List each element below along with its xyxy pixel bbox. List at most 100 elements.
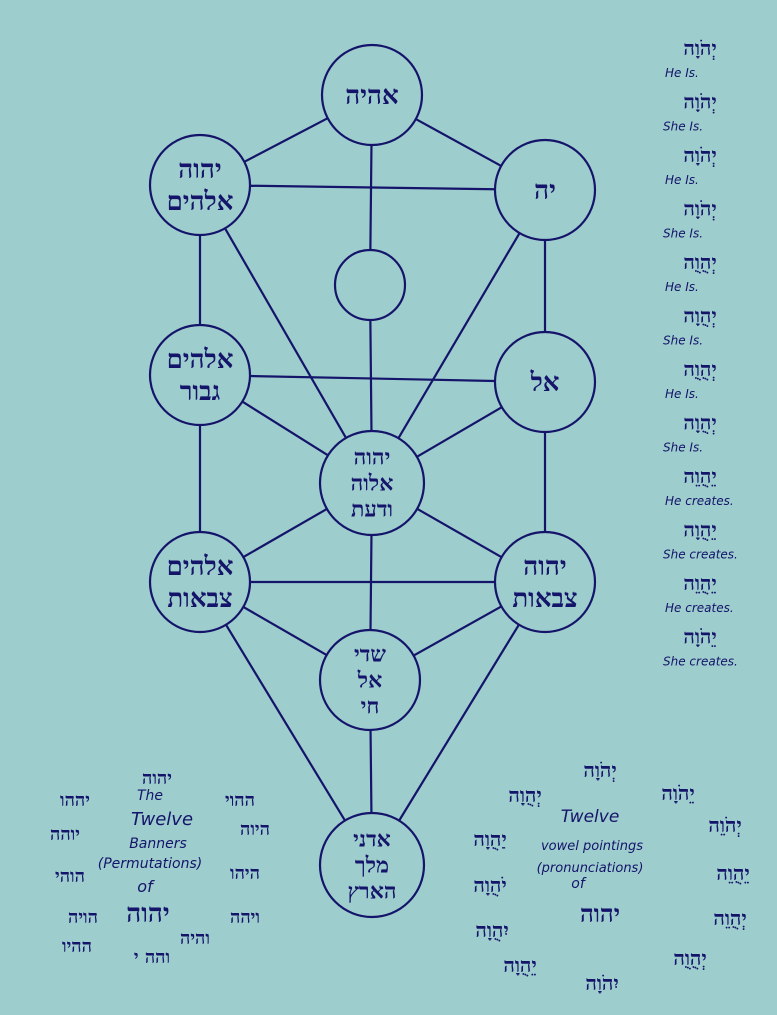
vowel-pointing: יִהֻוָה xyxy=(475,918,508,942)
banner-title-line: The xyxy=(137,788,163,804)
vowel-pointing: יֵהֹוָה xyxy=(661,781,694,805)
path-chokmah-tiphareth xyxy=(397,232,521,439)
sphere-circle xyxy=(318,429,426,537)
path-geburah-chesed xyxy=(249,374,496,383)
caption: She creates. xyxy=(663,655,738,669)
path-hod-malkuth xyxy=(225,624,346,822)
caption: She Is. xyxy=(663,120,703,134)
sphere-circle xyxy=(148,530,252,634)
tetragrammaton: יהוה xyxy=(126,899,169,929)
sephirah-name: אל xyxy=(530,368,560,398)
vowel-pointing: יֵהֻוָה xyxy=(503,953,536,977)
path-chesed-tiphareth xyxy=(416,406,503,458)
permutation: היהו xyxy=(230,863,260,884)
sephirah-name: אלהים xyxy=(167,345,234,375)
caption: He creates. xyxy=(665,494,734,508)
path-tiphareth-netzach xyxy=(416,507,503,559)
vowel-pointing: יִהֹוָה xyxy=(585,971,618,995)
vowel-pointing: יֹהֻוָה xyxy=(473,873,506,897)
path-kether-chokmah xyxy=(415,118,502,167)
caption: He Is. xyxy=(665,173,699,187)
sephirah-name: אלוה xyxy=(351,471,394,497)
sephirah-name: אלהים xyxy=(167,187,234,217)
path-yesod-malkuth xyxy=(369,729,373,814)
sephirah-name: גבור xyxy=(180,377,221,407)
divine-name: יְהֻוָה xyxy=(683,304,716,328)
permutation: יההו xyxy=(60,790,90,811)
permutation: ויהה xyxy=(230,907,260,928)
vowel-pointing: יַהֻוָה xyxy=(473,827,506,851)
sephirah-name: חי xyxy=(361,694,380,720)
sephirah-chokmah: יה xyxy=(493,138,597,242)
pointings-title-line: vowel pointings xyxy=(541,839,643,854)
divine-name: יְהֻוָה xyxy=(683,411,716,435)
caption: He Is. xyxy=(665,280,699,294)
divine-name: יֵהֻוֵה xyxy=(683,464,716,488)
vowel-pointing: יְהֻוֻה xyxy=(673,946,706,970)
caption: She Is. xyxy=(663,441,703,455)
paths xyxy=(198,117,547,822)
caption: She creates. xyxy=(663,548,738,562)
divine-name: יֵהֻוֵה xyxy=(683,571,716,595)
permutation: היוה xyxy=(240,819,270,840)
sephirah-name: צבאות xyxy=(167,584,232,614)
banner-title-line: Banners xyxy=(129,836,187,852)
sephirah-name: אלהים xyxy=(167,552,234,582)
sphere-circle xyxy=(493,330,597,434)
sphere-circle xyxy=(333,248,407,322)
divine-name: יֵהֹוָה xyxy=(683,625,716,649)
sphere-circle xyxy=(318,628,422,732)
sephirah-name: יהוה xyxy=(523,552,566,582)
sphere-circle xyxy=(148,323,252,427)
divine-name: יְהֻוֻה xyxy=(683,357,716,381)
divine-name: יְהֹוָה xyxy=(683,36,716,60)
sephirah-name: ודעת xyxy=(351,497,393,523)
sephirah-name: אל xyxy=(357,668,382,694)
path-netzach-malkuth xyxy=(398,624,520,822)
pointings-title-line: Twelve xyxy=(561,807,620,827)
path-tiphareth-hod xyxy=(242,507,328,559)
divine-name: יְהֹוָה xyxy=(683,197,716,221)
sephirah-name: אדני xyxy=(353,827,391,853)
vowel-pointing: יֵהֻוֵה xyxy=(716,861,749,885)
path-daath-tiphareth xyxy=(369,319,373,432)
sphere-circle xyxy=(493,138,597,242)
sephirah-name: אהיה xyxy=(345,81,398,111)
path-binah-tiphareth xyxy=(224,227,347,439)
permutation: הוהי xyxy=(55,866,85,887)
path-netzach-yesod xyxy=(413,605,502,657)
divine-name: יְהֻוֻה xyxy=(683,250,716,274)
banner-title-line: of xyxy=(137,877,155,896)
path-kether-daath xyxy=(369,144,373,251)
pointings-title-line: of xyxy=(571,876,587,892)
tetragrammaton: יהוה xyxy=(580,899,620,928)
caption: He Is. xyxy=(665,387,699,401)
vowel-pointing: יְהֹוֵה xyxy=(708,813,741,837)
path-kether-binah xyxy=(243,117,329,163)
banner-title-line: Twelve xyxy=(131,809,193,830)
sephirah-name: הארץ xyxy=(347,879,396,905)
path-geburah-tiphareth xyxy=(241,400,329,457)
sphere-circle xyxy=(318,811,426,919)
permutation: ההיו xyxy=(62,936,92,957)
path-hod-yesod xyxy=(242,606,328,656)
banner-title-line: (Permutations) xyxy=(98,856,202,872)
divine-name: יֵהֻוָה xyxy=(683,518,716,542)
sephirah-name: צבאות xyxy=(512,584,577,614)
sephirah-name: יהוה xyxy=(178,155,221,185)
twelve-vowel-pointings: Twelve vowel pointings (pronunciations)of י… xyxy=(473,758,749,995)
sephirah-name: יהוה xyxy=(354,445,391,471)
pointings-title-line: (pronunciations) xyxy=(537,861,644,876)
sephirah-name: שדי xyxy=(354,642,386,668)
caption: He Is. xyxy=(665,66,699,80)
sephirah-kether: אהיה xyxy=(320,43,424,147)
permutation: והיה xyxy=(180,928,210,949)
